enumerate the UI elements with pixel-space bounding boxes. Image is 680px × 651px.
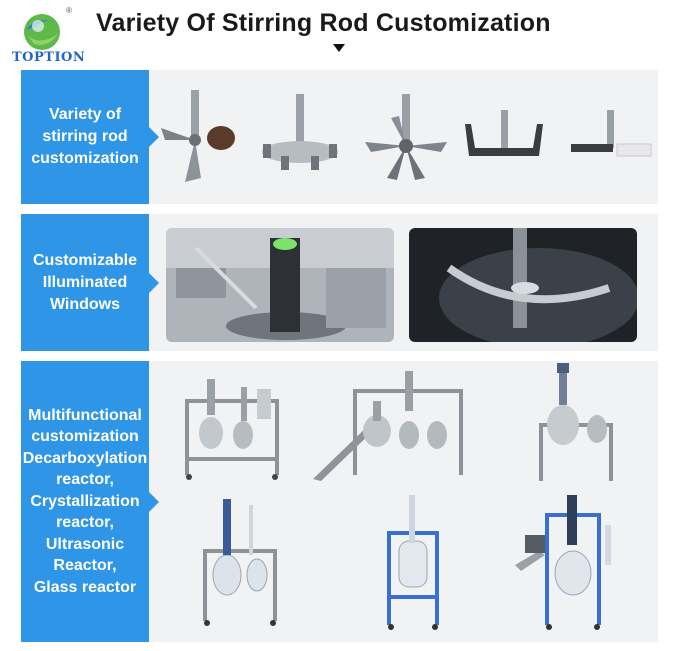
- registered-mark: ®: [66, 6, 72, 15]
- stirring-rod-label: Variety of stirring rod customization: [21, 70, 159, 204]
- anchor-stirrer-image: [465, 110, 543, 156]
- brand-name: TOPTION: [12, 50, 86, 65]
- down-arrow-icon: [333, 44, 345, 52]
- paddle-stirrer-image: [571, 110, 652, 157]
- illuminated-windows-label: Customizable Illuminated Windows: [21, 214, 159, 351]
- multifunctional-section: Multifunctional customization Decarboxyl…: [21, 361, 658, 642]
- star-blade-stirrer-image: [365, 94, 447, 180]
- stainless-steel-reactor-image: [539, 363, 613, 481]
- multifunctional-label-text: Multifunctional customization Decarboxyl…: [22, 406, 148, 596]
- propeller-stirrer-image: [161, 90, 235, 182]
- turbine-disc-stirrer-image: [262, 94, 338, 170]
- illuminated-windows-label-text: Customizable Illuminated Windows: [32, 251, 137, 313]
- page-title: Variety Of Stirring Rod Customization: [96, 9, 551, 37]
- stirring-rod-section: Variety of stirring rod customization: [21, 70, 658, 204]
- jacketed-glass-reactor-image: [387, 495, 439, 630]
- illuminated-window-photo-left: [166, 228, 394, 342]
- toption-logo: [24, 14, 60, 50]
- decarboxylation-reactor-image: [185, 379, 279, 480]
- ultrasonic-reactor-image: [515, 495, 611, 630]
- stirring-rod-label-text: Variety of stirring rod customization: [31, 106, 139, 167]
- multifunctional-label: Multifunctional customization Decarboxyl…: [21, 361, 159, 642]
- illuminated-window-photo-right: [409, 228, 637, 342]
- illuminated-windows-section: Customizable Illuminated Windows: [21, 214, 658, 351]
- crystallization-reactor-image: [313, 371, 463, 481]
- glass-reactor-image: [203, 499, 277, 626]
